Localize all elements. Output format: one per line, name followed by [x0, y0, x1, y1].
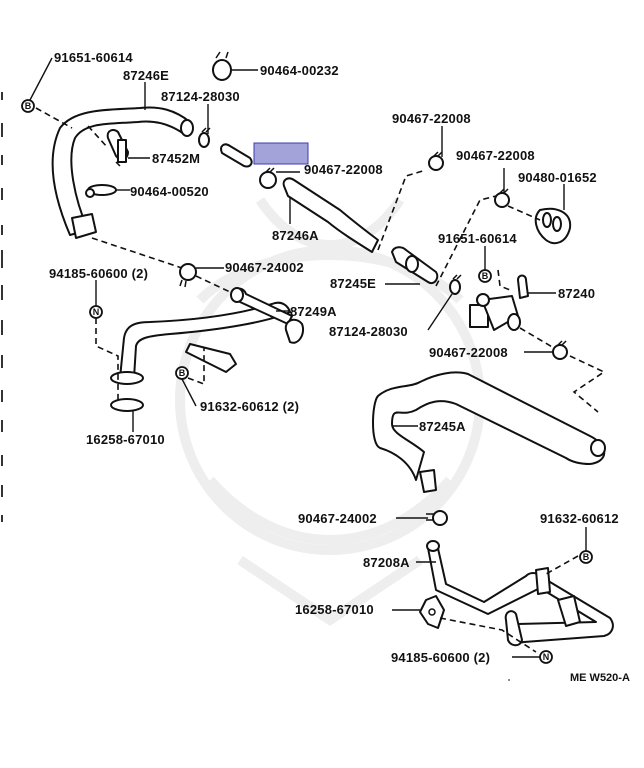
- bolt-marker-n-2[interactable]: N: [539, 650, 553, 664]
- highlight-selection[interactable]: [253, 142, 309, 165]
- label-87246A[interactable]: 87246A: [272, 228, 319, 243]
- pipe-87249A[interactable]: [110, 287, 304, 412]
- label-90480-01652[interactable]: 90480-01652: [518, 170, 597, 185]
- label-87249A[interactable]: 87249A: [290, 304, 337, 319]
- bolt-marker-b-1[interactable]: B: [21, 99, 35, 113]
- clamp-90467-22008-d[interactable]: [552, 340, 568, 360]
- label-16258-67010-b[interactable]: 16258-67010: [295, 602, 374, 617]
- hose-87245E[interactable]: [391, 246, 439, 284]
- label-90464-00232[interactable]: 90464-00232: [260, 63, 339, 78]
- label-87245E[interactable]: 87245E: [330, 276, 376, 291]
- label-90464-00520[interactable]: 90464-00520: [130, 184, 209, 199]
- gasket-16258-67010-lower[interactable]: [419, 595, 445, 629]
- assembly-lines: [35, 107, 606, 653]
- label-87240[interactable]: 87240: [558, 286, 595, 301]
- label-91651-60614[interactable]: 91651-60614: [54, 50, 133, 65]
- label-90467-22008-a[interactable]: 90467-22008: [304, 162, 383, 177]
- clamp-87124-28030-mid[interactable]: [449, 274, 462, 295]
- leader-lines: [29, 57, 587, 658]
- svg-text:N: N: [93, 307, 100, 317]
- clamp-90467-24002-lower[interactable]: [426, 510, 448, 526]
- svg-text:B: B: [179, 368, 186, 378]
- svg-text:N: N: [543, 652, 550, 662]
- clamp-87124-28030-upper[interactable]: [198, 127, 211, 148]
- label-91651-60614-b[interactable]: 91651-60614: [438, 231, 517, 246]
- svg-text:B: B: [482, 271, 489, 281]
- label-94185-60600-a[interactable]: 94185-60600 (2): [49, 266, 148, 281]
- bolt-marker-b-4[interactable]: B: [579, 550, 593, 564]
- grommet-90480-01652[interactable]: [534, 207, 572, 245]
- clamp-90467-22008-a[interactable]: [259, 167, 277, 189]
- label-87124-28030[interactable]: 87124-28030: [161, 89, 240, 104]
- small-hose-segment[interactable]: [220, 143, 253, 168]
- bolt-marker-b-3[interactable]: B: [478, 269, 492, 283]
- label-91632-60612-b[interactable]: 91632-60612: [540, 511, 619, 526]
- label-90467-22008-b[interactable]: 90467-22008: [392, 111, 471, 126]
- clamp-90467-24002-upper[interactable]: [179, 263, 197, 288]
- label-87208A[interactable]: 87208A: [363, 555, 410, 570]
- label-87246E[interactable]: 87246E: [123, 68, 169, 83]
- bolt-marker-n-1[interactable]: N: [89, 305, 103, 319]
- label-90467-24002-a[interactable]: 90467-24002: [225, 260, 304, 275]
- label-90467-22008-c[interactable]: 90467-22008: [456, 148, 535, 163]
- clamp-90467-22008-b[interactable]: [428, 151, 444, 171]
- hose-87246E[interactable]: [51, 106, 194, 239]
- bracket-87452M[interactable]: [106, 129, 129, 167]
- label-91632-60612-a[interactable]: 91632-60612 (2): [200, 399, 299, 414]
- pipe-87208A[interactable]: [426, 540, 614, 647]
- label-90467-24002-b[interactable]: 90467-24002: [298, 511, 377, 526]
- label-87452M[interactable]: 87452M: [152, 151, 200, 166]
- label-94185-60600-b[interactable]: 94185-60600 (2): [391, 650, 490, 665]
- clamp-90464-00520[interactable]: [85, 184, 117, 198]
- diagram-code: ME W520-A: [570, 672, 630, 684]
- clamp-90467-22008-c[interactable]: [494, 188, 510, 208]
- bolt-marker-b-2[interactable]: B: [175, 366, 189, 380]
- hose-87245A[interactable]: [372, 371, 606, 493]
- svg-text:B: B: [25, 101, 32, 111]
- label-16258-67010-a[interactable]: 16258-67010: [86, 432, 165, 447]
- hose-87246A[interactable]: [282, 177, 379, 253]
- label-90467-22008-d[interactable]: 90467-22008: [429, 345, 508, 360]
- svg-text:B: B: [583, 552, 590, 562]
- label-87245A[interactable]: 87245A: [419, 419, 466, 434]
- valve-87240[interactable]: [469, 274, 529, 331]
- label-87124-28030-b[interactable]: 87124-28030: [329, 324, 408, 339]
- clamp-90464-00232[interactable]: [212, 51, 232, 81]
